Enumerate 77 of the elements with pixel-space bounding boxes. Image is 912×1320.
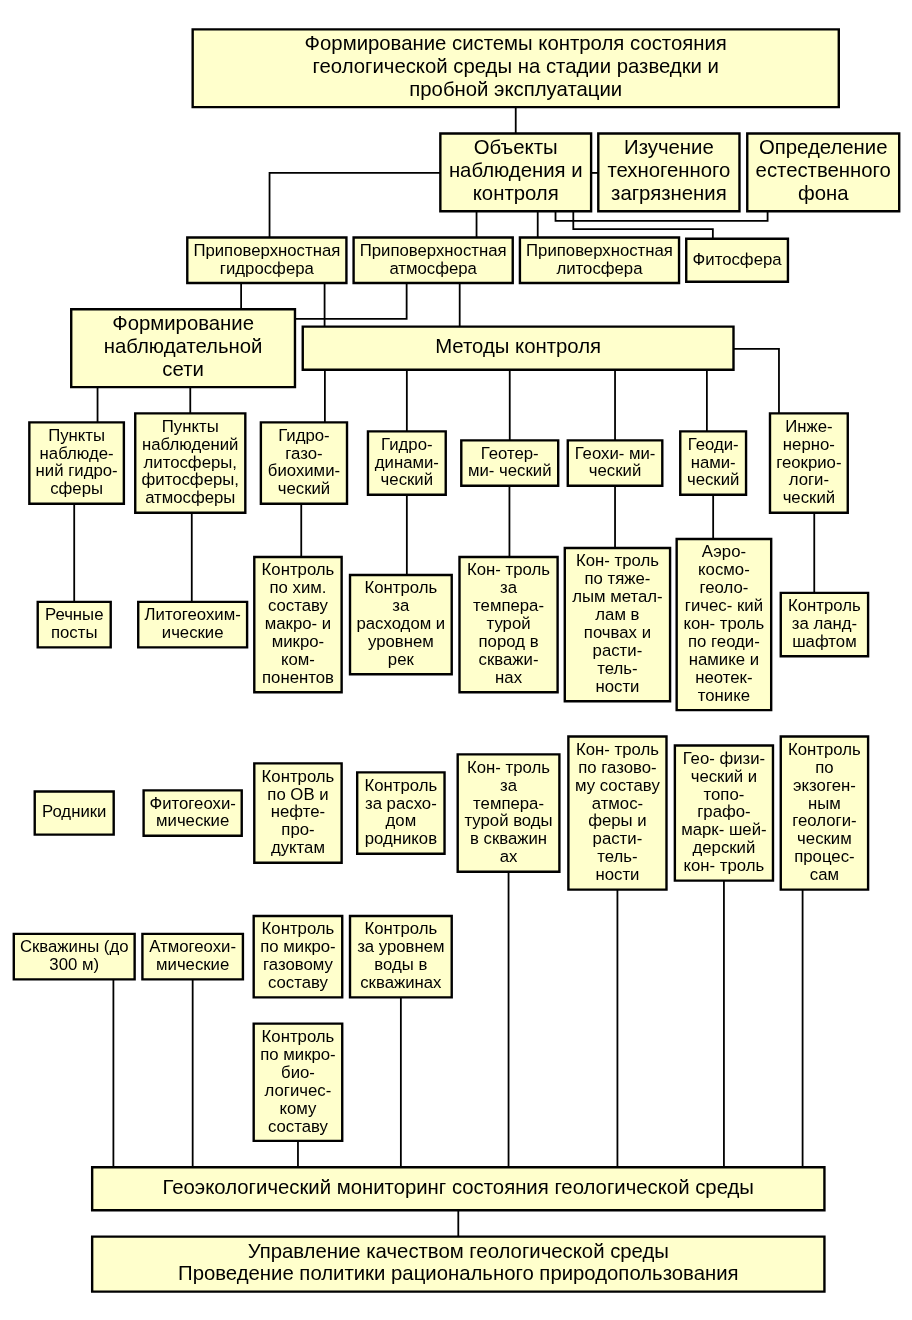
connector (112, 978, 114, 1168)
connector (812, 511, 815, 593)
connector (268, 171, 441, 238)
connector (399, 996, 402, 1168)
connector (239, 281, 242, 310)
connector (323, 368, 326, 423)
connector (571, 210, 714, 240)
node-box: Контроль за расхо- дом родников (355, 770, 446, 855)
connector (801, 888, 803, 1168)
node-box: Контроль за расходом и уровнем рек (348, 573, 453, 675)
connector (323, 281, 325, 327)
connector (456, 1209, 459, 1237)
node-box: Скважины (до 300 м) (12, 932, 136, 981)
node-box: Геоэкологический мониторинг состояния геологической среды (90, 1165, 826, 1211)
node-box: Кон- троль по тяже- лым метал- лам в почвах и расти- тель- ности (563, 546, 671, 702)
connector (96, 385, 98, 423)
node-box: Контроль по хим. составу макро- и микро- ком- понентов (252, 555, 343, 693)
node-box: Кон- троль за темпера- турой пород в скважи- нах (457, 555, 559, 693)
connector (293, 281, 408, 320)
node-box: Контроль по микро- био- логичес- кому составу (252, 1021, 343, 1142)
node-box: Геоди- нами- ческий (678, 429, 747, 496)
connector (72, 502, 75, 603)
node-box: Объекты наблюдения и контроля (438, 131, 592, 212)
node-box: Геотер- ми- ческий (459, 438, 559, 487)
node-box: Приповерхностная атмосфера (351, 235, 514, 284)
connector (722, 879, 725, 1168)
node-box: Приповерхностная литосфера (518, 235, 680, 284)
node-box: Фитогеохи- мические (141, 788, 243, 837)
connector (458, 281, 461, 327)
connector (405, 368, 408, 432)
node-box: Контроль за ланд- шафтом (779, 591, 869, 657)
node-box: Контроль по ОВ и нефте- про- дуктам (252, 761, 343, 864)
connector (554, 210, 768, 222)
node-box: Контроль за уровнем воды в скважинах (348, 914, 453, 998)
node-box: Изучение техногенного загрязнения (596, 131, 741, 212)
node-box: Кон- троль по газово- му составу атмос- феры и расти- тель- ности (566, 734, 668, 891)
node-box: Приповерхностная гидросфера (185, 235, 348, 284)
connector (296, 1139, 299, 1168)
connector (475, 210, 477, 238)
connector (507, 870, 509, 1168)
connector (299, 502, 302, 558)
connector (711, 493, 714, 540)
node-box: Контроль по микро- газовому составу (252, 914, 343, 998)
connector (590, 171, 599, 174)
node-box: Гидро- динами- ческий (366, 429, 447, 496)
node-box: Контроль по экзоген- ным геологи- ческим процес- сам (779, 734, 869, 891)
node-box: Управление качеством геологической среды Проведение политики рационального природопользования (90, 1234, 826, 1293)
connector (188, 385, 191, 414)
connector (732, 347, 780, 414)
connector (405, 493, 408, 576)
node-box: Формирование наблюдательной сети (69, 307, 296, 388)
node-box: Геохи- ми- ческий (566, 438, 663, 487)
node-box: Кон- троль за темпера- турой воды в скважин ах (456, 752, 561, 873)
node-box: Литогеохим- ические (136, 600, 248, 649)
connector (613, 484, 616, 549)
node-box: Гидро- газо- биохими- ческий (259, 420, 348, 505)
node-box: Методы контроля (301, 324, 735, 371)
connector (705, 368, 708, 432)
connector (536, 210, 539, 238)
node-box: Аэро- космо- геоло- гичес- кий кон- троль по геоди- намике и неотек- тонике (674, 537, 772, 711)
connector (191, 978, 194, 1168)
node-box: Пункты наблюдений литосферы, фитосферы, атмосферы (133, 411, 246, 514)
connector (190, 511, 193, 603)
node-box: Инже- нерно- геокрио- логи- ческий (768, 411, 849, 514)
node-box: Определение естественного фона (745, 131, 900, 212)
connector (616, 888, 618, 1168)
node-box: Родники (33, 789, 115, 836)
node-box: Атмогеохи- мические (140, 932, 244, 981)
connector (508, 484, 510, 558)
node-box: Речные посты (36, 600, 112, 649)
node-box: Формирование системы контроля состояния геологической среды на стадии разведки и пробной эксплуатации (190, 27, 840, 108)
connector (508, 368, 511, 441)
node-box: Гео- физи- ческий и топо- графо- марк- шей- дерский кон- троль (673, 743, 774, 882)
connector (613, 368, 616, 441)
node-box: Фитосфера (684, 237, 789, 283)
node-box: Пункты наблюде- ний гидро- сферы (27, 420, 125, 505)
connector (514, 106, 517, 134)
